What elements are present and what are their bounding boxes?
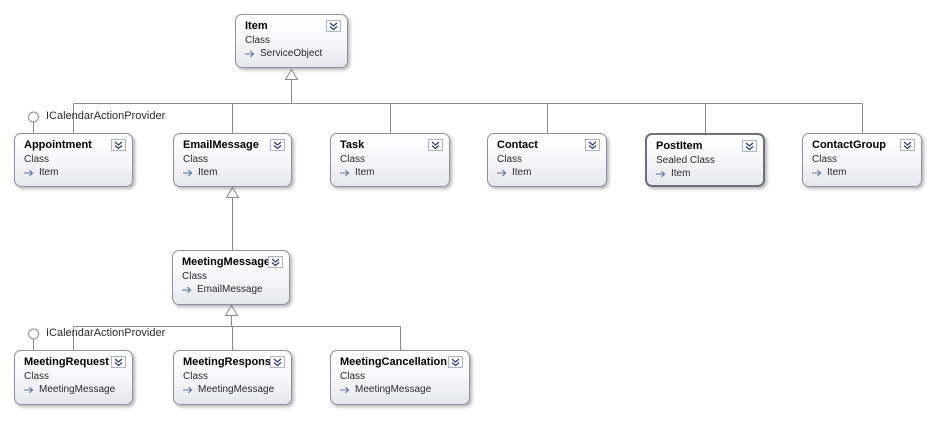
class-kind: Class: [183, 371, 209, 382]
class-node-appointment[interactable]: Appointment Class Item: [14, 133, 133, 187]
class-name: MeetingCancellation: [340, 356, 447, 368]
base-class-row: Item: [497, 167, 598, 178]
inheritance-triangle-icon: [284, 68, 299, 80]
lollipop-interface-icon: [28, 328, 39, 350]
class-node-emailmessage[interactable]: EmailMessage Class Item: [173, 133, 292, 187]
class-name: MeetingRequest: [24, 356, 109, 368]
class-name: ContactGroup: [812, 139, 886, 151]
class-name: Contact: [497, 139, 538, 151]
inherits-arrow-icon: [340, 169, 350, 176]
item-inheritance-connector: [73, 68, 863, 133]
class-kind: Class: [182, 271, 208, 282]
lollipop-interface-icon: [28, 111, 39, 133]
interface-label-icalendaractionprovider: ICalendarActionProvider: [46, 327, 166, 339]
base-class-name: MeetingMessage: [198, 384, 275, 395]
class-name: MeetingMessage: [182, 256, 271, 268]
base-class-row: Item: [24, 167, 124, 178]
inheritance-triangle-icon: [224, 304, 239, 316]
inherits-arrow-icon: [340, 386, 350, 393]
inherits-arrow-icon: [24, 386, 34, 393]
inherits-arrow-icon: [183, 169, 193, 176]
base-class-row: MeetingMessage: [183, 384, 283, 395]
class-name: Item: [245, 20, 268, 32]
base-class-row: Item: [656, 168, 755, 179]
base-class-row: Item: [812, 167, 913, 178]
class-node-meetingrequest[interactable]: MeetingRequest Class MeetingMessage: [14, 350, 133, 405]
class-node-meetingcancellation[interactable]: MeetingCancellation Class MeetingMessage: [330, 350, 470, 405]
collapse-chevron-icon[interactable]: [742, 140, 757, 152]
collapse-chevron-icon[interactable]: [326, 20, 341, 32]
collapse-chevron-icon[interactable]: [428, 139, 443, 151]
inheritance-triangle-icon: [225, 186, 240, 198]
inherits-arrow-icon: [245, 50, 255, 57]
base-class-name: MeetingMessage: [355, 384, 432, 395]
collapse-chevron-icon[interactable]: [270, 139, 285, 151]
base-class-row: MeetingMessage: [24, 384, 124, 395]
collapse-chevron-icon[interactable]: [900, 139, 915, 151]
base-class-name: Item: [827, 167, 847, 178]
class-node-meetingresponse[interactable]: MeetingResponse Class MeetingMessage: [173, 350, 292, 405]
class-kind: Class: [340, 371, 366, 382]
class-node-contact[interactable]: Contact Class Item: [487, 133, 607, 187]
base-class-name: Item: [355, 167, 375, 178]
collapse-chevron-icon[interactable]: [585, 139, 600, 151]
class-name: PostItem: [656, 140, 703, 152]
class-kind: Class: [245, 35, 271, 46]
class-node-postitem[interactable]: PostItem Sealed Class Item: [645, 133, 765, 187]
base-class-name: Item: [671, 168, 691, 179]
inherits-arrow-icon: [182, 286, 192, 293]
class-kind: Class: [497, 154, 523, 165]
collapse-chevron-icon[interactable]: [448, 356, 463, 368]
inherits-arrow-icon: [183, 386, 193, 393]
base-class-row: EmailMessage: [182, 284, 281, 295]
base-class-row: Item: [183, 167, 283, 178]
base-class-name: ServiceObject: [260, 48, 323, 59]
interface-label-icalendaractionprovider: ICalendarActionProvider: [46, 110, 166, 122]
base-class-row: Item: [340, 167, 441, 178]
inherits-arrow-icon: [812, 169, 822, 176]
class-kind: Sealed Class: [656, 155, 715, 166]
class-kind: Class: [24, 371, 50, 382]
base-class-name: Item: [39, 167, 59, 178]
base-class-row: MeetingMessage: [340, 384, 461, 395]
inherits-arrow-icon: [24, 169, 34, 176]
collapse-chevron-icon[interactable]: [111, 356, 126, 368]
class-node-task[interactable]: Task Class Item: [330, 133, 450, 187]
base-class-name: Item: [512, 167, 532, 178]
class-name: Task: [340, 139, 365, 151]
class-name: EmailMessage: [183, 139, 259, 151]
collapse-chevron-icon[interactable]: [268, 256, 283, 268]
base-class-name: EmailMessage: [197, 284, 263, 295]
inherits-arrow-icon: [497, 169, 507, 176]
base-class-name: MeetingMessage: [39, 384, 116, 395]
inherits-arrow-icon: [656, 170, 666, 177]
emailmessage-inheritance-connector: [225, 186, 240, 250]
class-kind: Class: [24, 154, 50, 165]
class-node-item[interactable]: Item Class ServiceObject: [235, 14, 348, 68]
collapse-chevron-icon[interactable]: [111, 139, 126, 151]
base-class-name: Item: [198, 167, 218, 178]
base-class-row: ServiceObject: [245, 48, 339, 59]
class-kind: Class: [340, 154, 366, 165]
class-kind: Class: [183, 154, 209, 165]
meetingmessage-inheritance-connector: [73, 304, 401, 350]
class-kind: Class: [812, 154, 838, 165]
class-name: Appointment: [24, 139, 92, 151]
class-name: MeetingResponse: [183, 356, 278, 368]
class-node-contactgroup[interactable]: ContactGroup Class Item: [802, 133, 922, 187]
class-node-meetingmessage[interactable]: MeetingMessage Class EmailMessage: [172, 250, 290, 305]
collapse-chevron-icon[interactable]: [270, 356, 285, 368]
